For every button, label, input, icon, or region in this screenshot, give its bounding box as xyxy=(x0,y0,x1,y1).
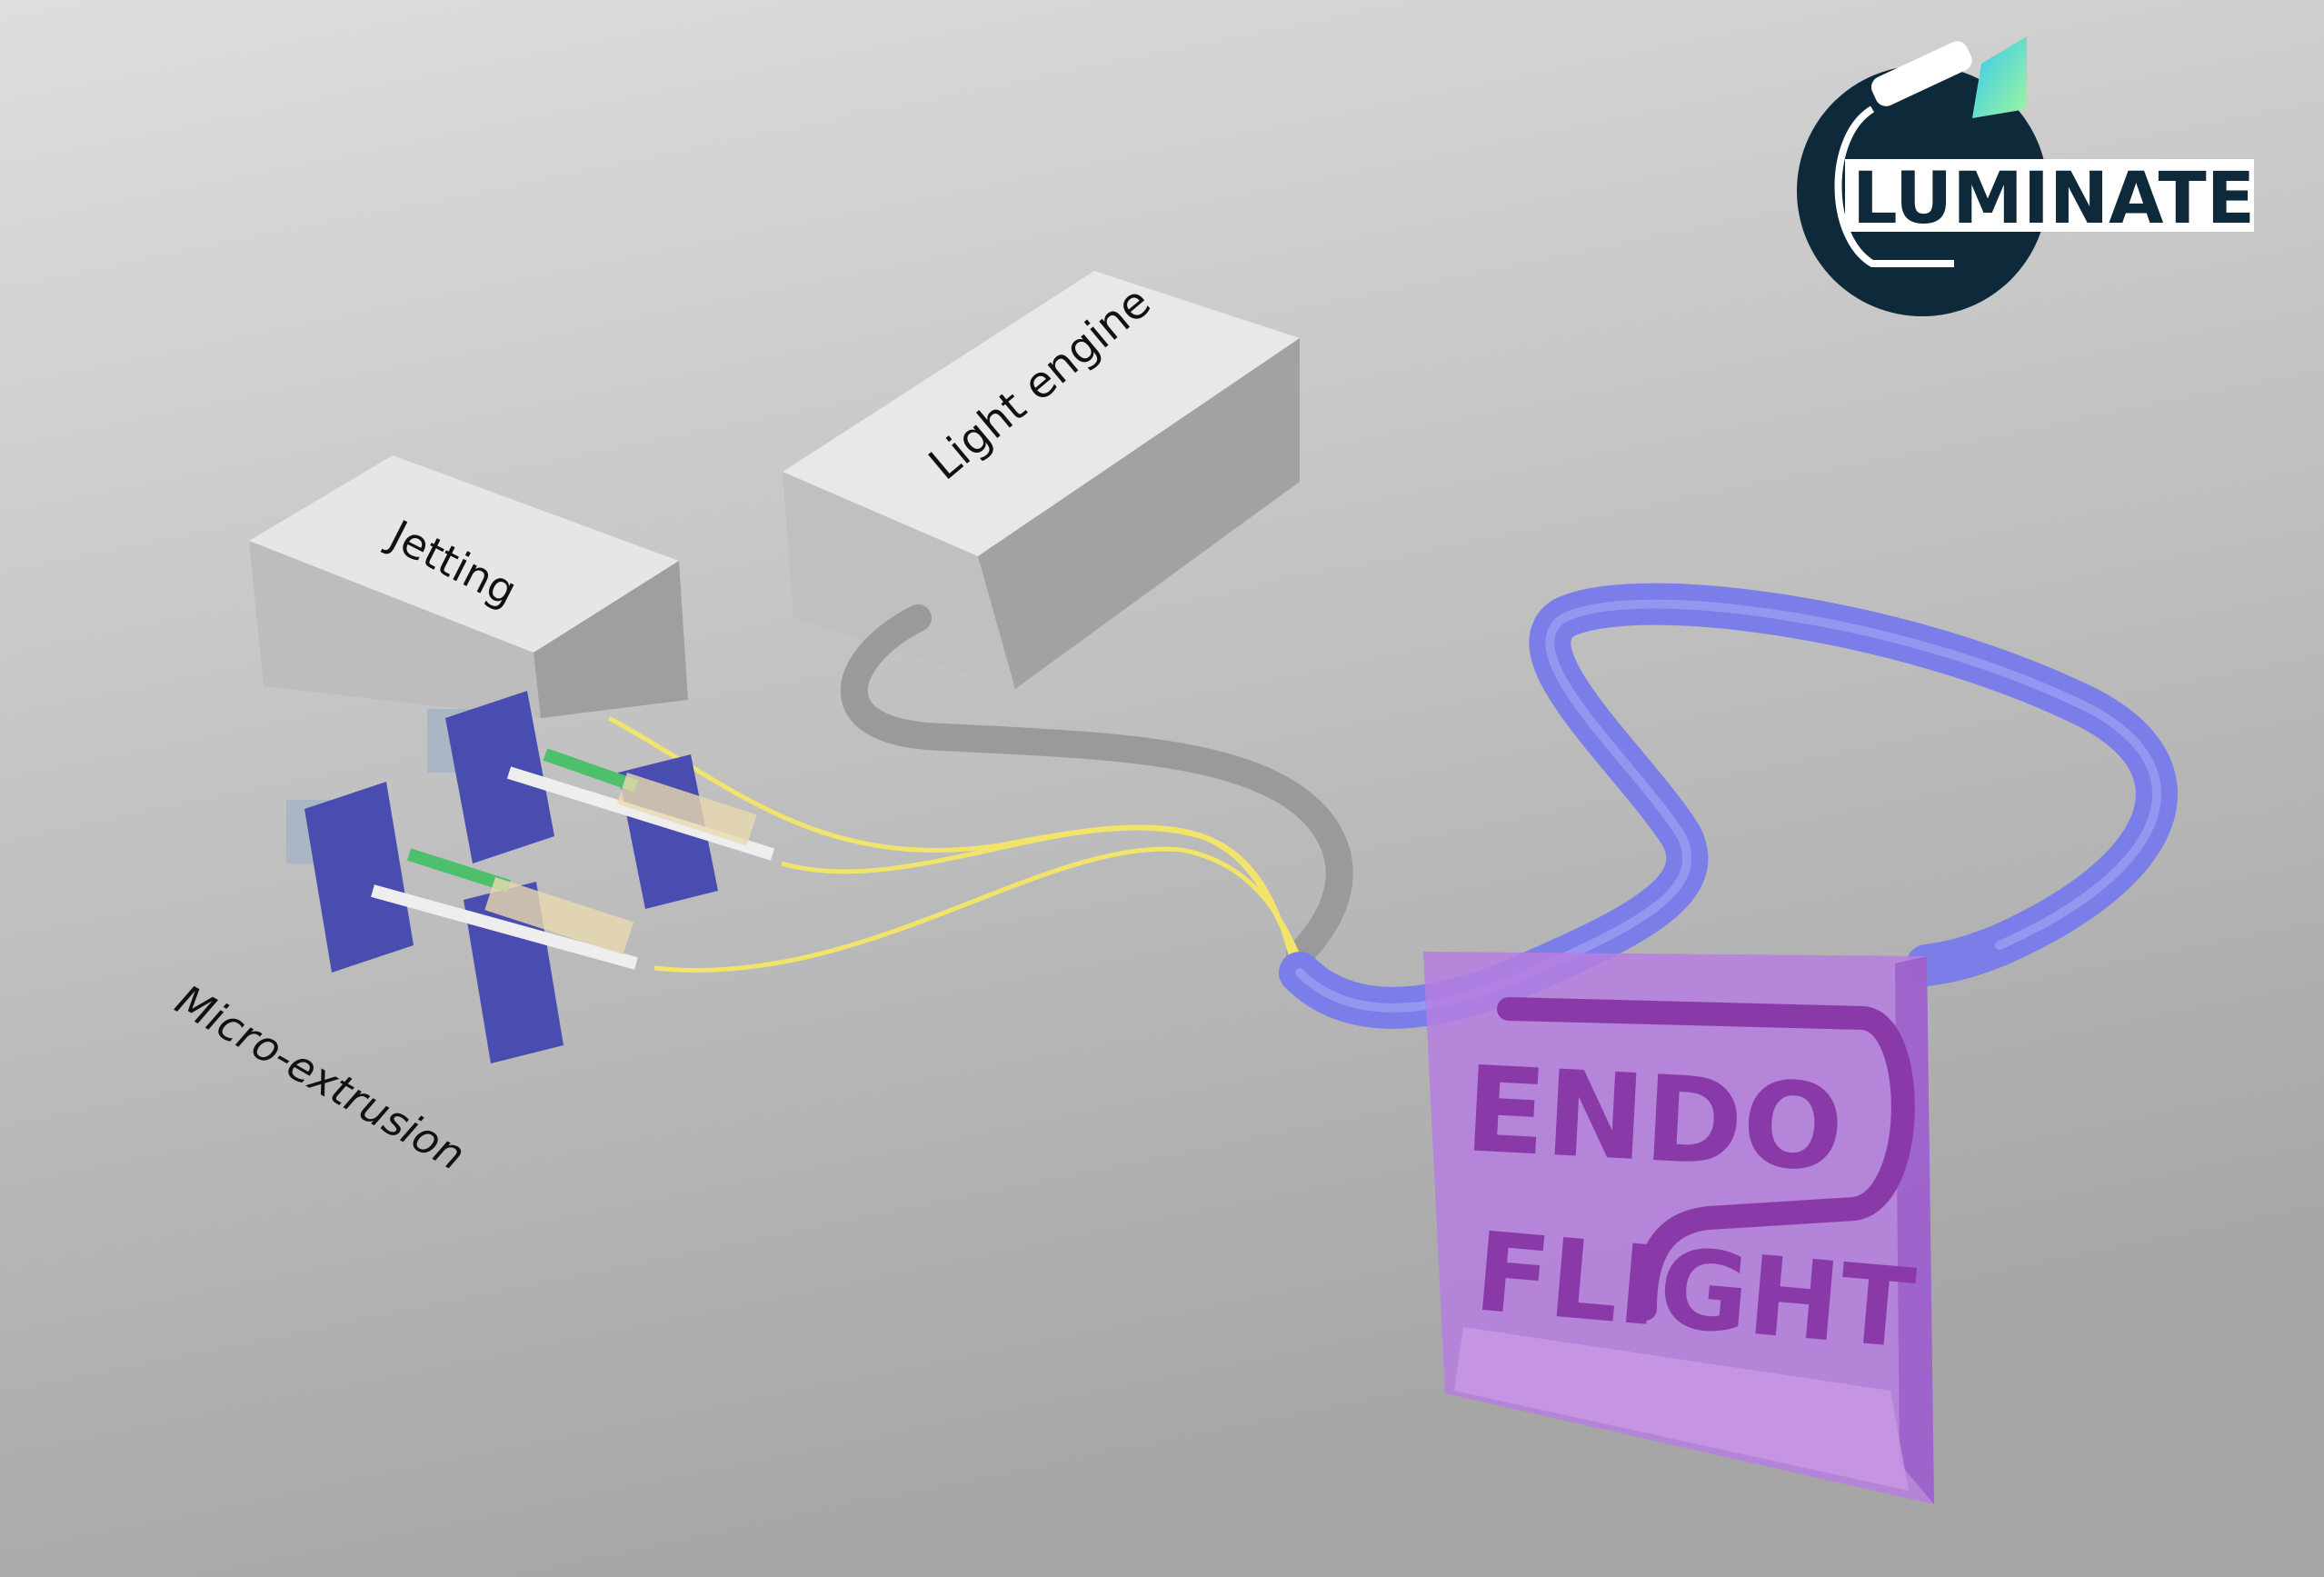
luminate-text: LUMINATE xyxy=(1852,158,2255,240)
endoflight-logo: ENDO FLIGHT xyxy=(1461,1040,1919,1373)
jetting-box: Jetting xyxy=(249,455,688,718)
svg-text:ENDO: ENDO xyxy=(1461,1040,1846,1198)
fibers xyxy=(607,715,1302,973)
endoflight-panel: ENDO FLIGHT xyxy=(1423,952,1934,1504)
luminate-logo: LUMINATE xyxy=(1797,36,2255,316)
light-cable xyxy=(841,604,1353,968)
